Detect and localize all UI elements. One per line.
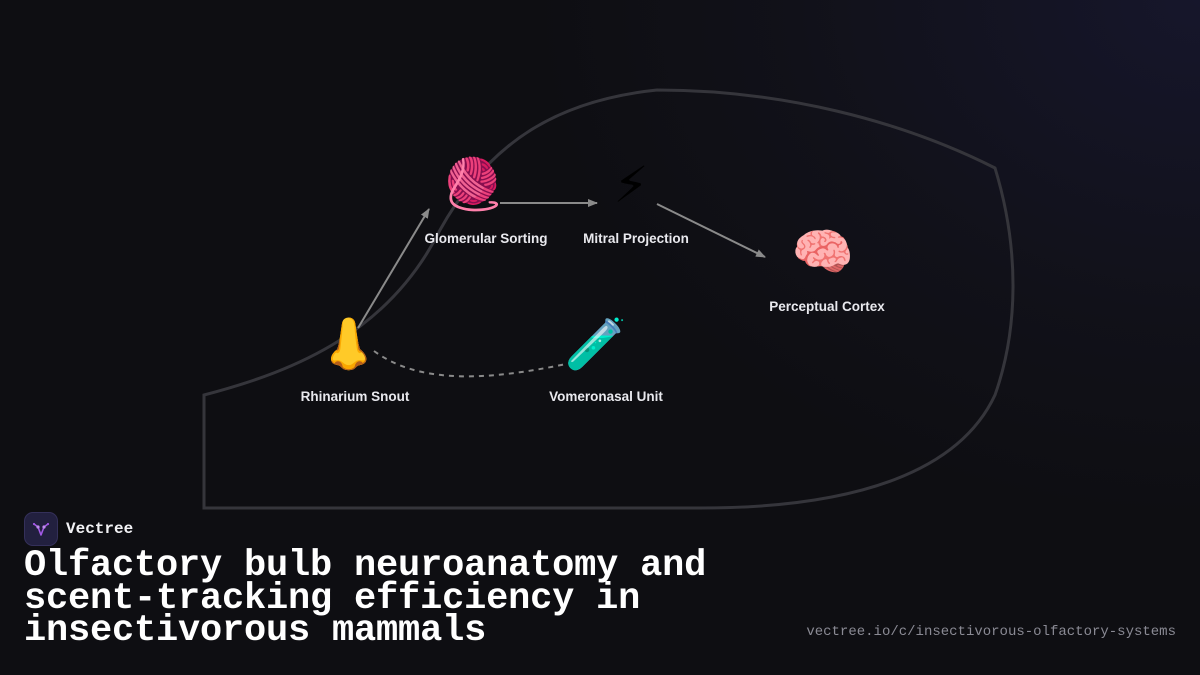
node-label-glomerular-sorting: Glomerular Sorting <box>424 231 548 246</box>
brand-name: Vectree <box>66 520 134 538</box>
node-label-perceptual-cortex: Perceptual Cortex <box>769 299 885 314</box>
edge-mitral-to-cortex <box>656 203 766 258</box>
edge-rhinarium-to-vomeronasal <box>373 350 567 378</box>
lightning-icon: ⚡ <box>613 156 649 214</box>
nose-icon: 👃 <box>317 315 381 373</box>
yarn-ball-icon: 🧶 <box>441 155 505 213</box>
brain-icon: 🧠 <box>791 223 855 281</box>
page-title: Olfactory bulb neuroanatomy and scent-tr… <box>24 545 707 652</box>
brand: Vectree <box>24 512 133 546</box>
vectree-logo-icon <box>24 512 58 546</box>
node-label-rhinarium-snout: Rhinarium Snout <box>300 389 410 404</box>
node-label-vomeronasal-unit: Vomeronasal Unit <box>549 389 663 404</box>
edge-rhinarium-to-glomerular <box>357 208 430 329</box>
test-tube-icon: 🧪 <box>564 315 628 373</box>
node-label-mitral-projection: Mitral Projection <box>583 231 689 246</box>
source-url: vectree.io/c/insectivorous-olfactory-sys… <box>806 624 1176 640</box>
snout-outline <box>202 88 1015 510</box>
